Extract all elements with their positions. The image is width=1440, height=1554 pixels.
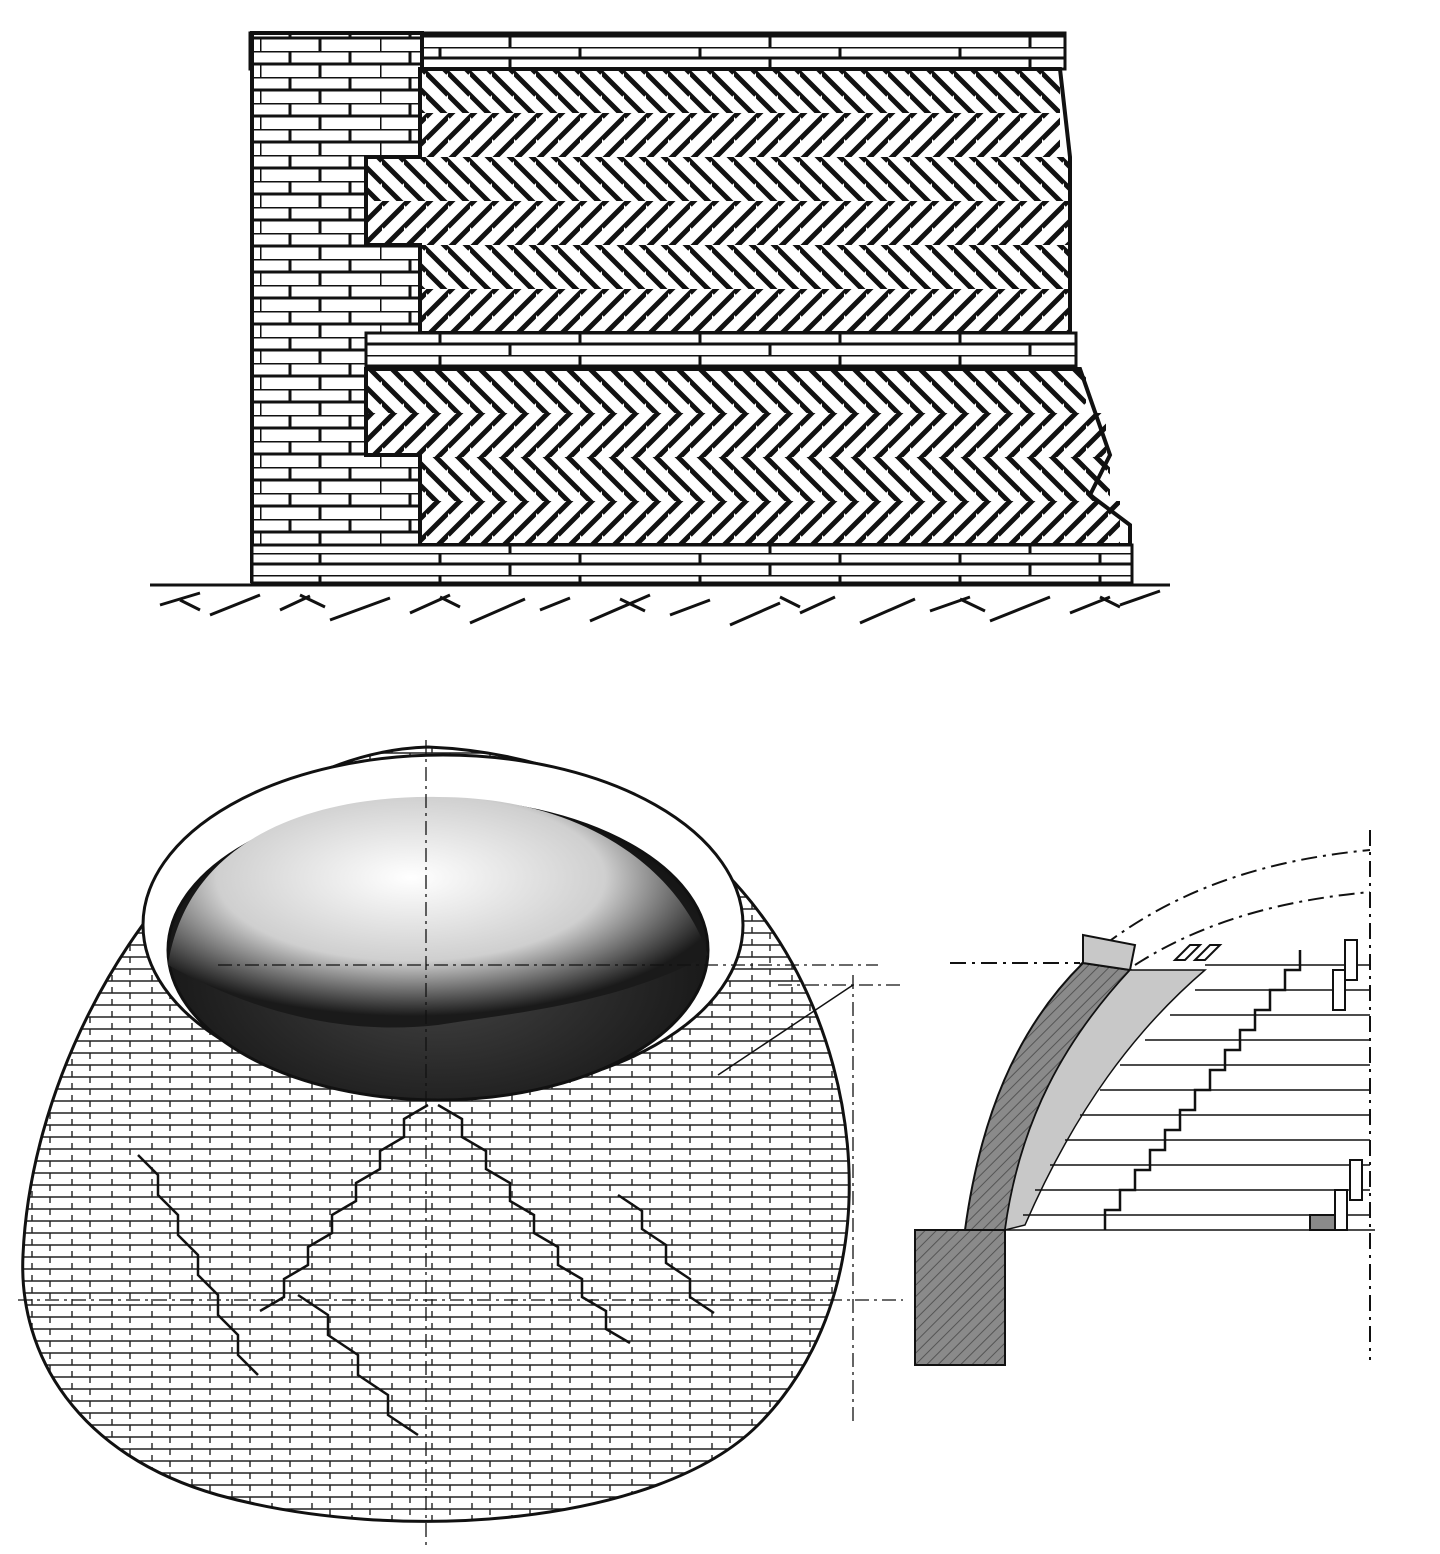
herringbone-wall-elevation xyxy=(140,25,1180,645)
crown-bricks xyxy=(1082,933,1137,972)
section-drawing xyxy=(914,830,1375,1366)
dome-inner-shell xyxy=(168,796,708,1028)
inner-lining xyxy=(1004,969,1208,1231)
herringbone-top-bricks xyxy=(1172,944,1223,961)
herringbone-stair xyxy=(1103,950,1302,1230)
right-edge-bricks xyxy=(1309,939,1363,1231)
horizontal-courses xyxy=(1005,964,1375,1231)
foundation-block xyxy=(914,1229,1006,1366)
middle-brick-band xyxy=(364,331,1078,371)
dome-drawing xyxy=(18,740,903,1550)
herringbone-block-upper xyxy=(364,67,1072,335)
wall-drawing xyxy=(150,31,1170,627)
dome-quarter-section xyxy=(905,820,1405,1380)
construction-arcs xyxy=(950,830,1371,1360)
left-pier xyxy=(250,31,424,583)
herringbone-block-lower xyxy=(364,367,1132,547)
construction-lines xyxy=(18,740,903,1550)
bottom-brick-band xyxy=(250,543,1134,585)
herringbone-spirals xyxy=(137,1103,715,1437)
ground-hatching xyxy=(150,583,1170,627)
dome-isometric-view xyxy=(18,735,903,1550)
leader-line xyxy=(717,984,854,1076)
